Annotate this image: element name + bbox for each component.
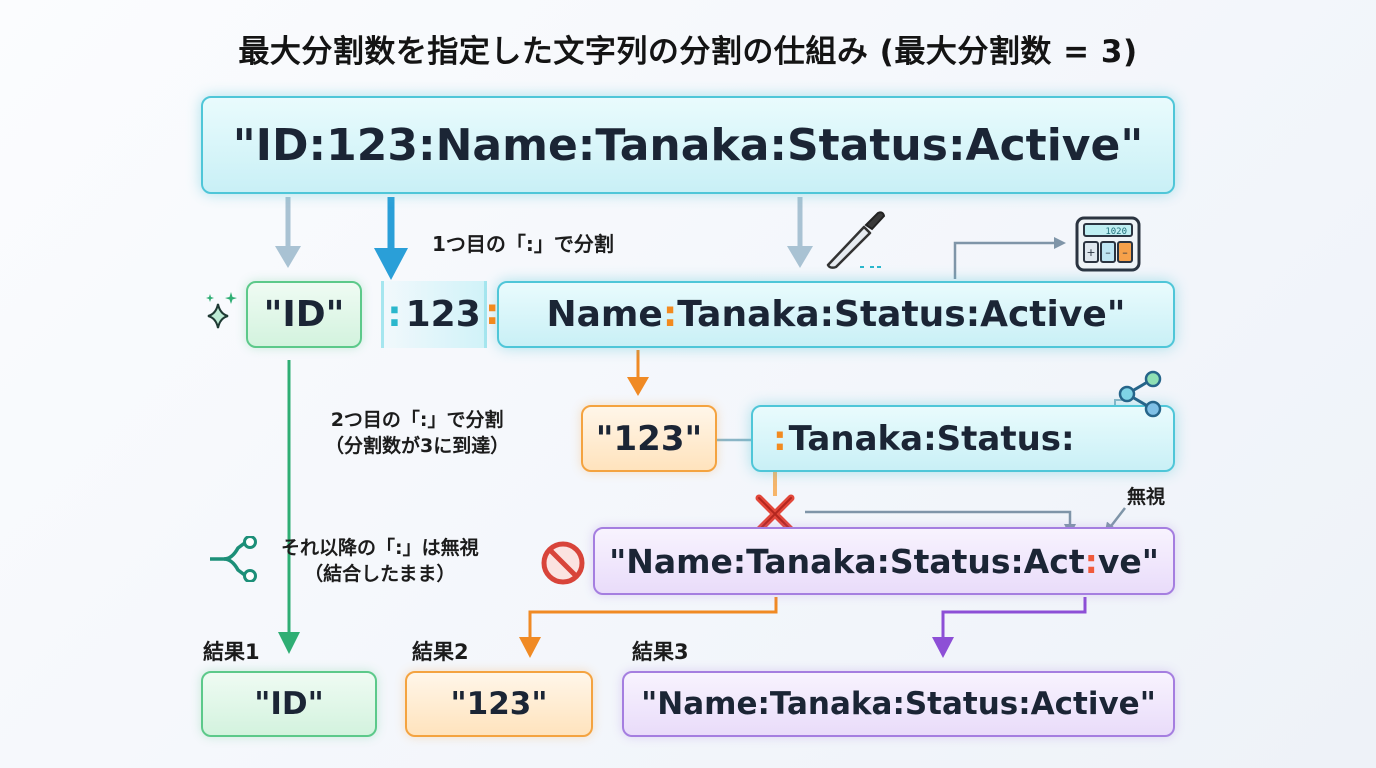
step2-label-line1: 2つ目の「:」で分割 (330, 409, 504, 431)
calculator-connector (953, 237, 1066, 279)
step3-label: それ以降の「:」は無視 （結合したまま） (281, 536, 479, 587)
ignored-remainder-b: ve" (1097, 541, 1159, 581)
gray-down-arrow-left (275, 197, 301, 268)
svg-text:–: – (1122, 246, 1128, 259)
colon-marker: : (387, 294, 402, 335)
split-part-123-text: 123 (405, 294, 481, 335)
remainder-2-text: Tanaka:Status: (788, 418, 1075, 459)
colon-marker: : (485, 292, 500, 333)
sparkle-icon (206, 292, 237, 329)
prohibited-icon (541, 541, 585, 585)
split-part-id: "ID" (246, 281, 362, 348)
remainder-name: Name (546, 294, 663, 335)
page-title: 最大分割数を指定した文字列の分割の仕組み (最大分割数 = 3) (238, 34, 1138, 70)
branch-icon (210, 536, 257, 582)
calculator-display: 1020 (1105, 227, 1127, 237)
result-1-box: "ID" (201, 671, 377, 737)
split-remainder-1: Name:Tanaka:Status:Active" (497, 281, 1175, 348)
step3-label-line1: それ以降の「:」は無視 (281, 537, 479, 559)
ignore-label: 無視 (1127, 486, 1166, 508)
colon-marker: : (662, 294, 678, 335)
split-part-123: : 123 (381, 281, 487, 348)
split-part-123-quoted: "123" (581, 405, 717, 472)
orange-down-arrow (627, 350, 649, 396)
result-3-box: "Name:Tanaka:Status:Active" (622, 671, 1175, 737)
step1-label: 1つ目の「:」で分割 (432, 232, 614, 256)
purple-result-arrow (932, 597, 1087, 658)
knife-icon (826, 211, 886, 269)
remainder-tail: Tanaka:Status:Active" (677, 294, 1126, 335)
colon-marker: : (1084, 541, 1098, 581)
ignored-remainder-a: "Name:Tanaka:Status:Act (609, 541, 1085, 581)
svg-text:–: – (1105, 246, 1111, 259)
colon-marker: : (773, 418, 787, 459)
result-1-label: 結果1 (203, 640, 260, 664)
calculator-icon: 1020 + – – (1075, 216, 1141, 272)
cross-icon (755, 494, 795, 534)
step2-label-line2: （分割数が3に到達） (325, 434, 510, 457)
split-remainder-2: :Tanaka:Status: (751, 405, 1175, 472)
result-2-label: 結果2 (412, 640, 469, 664)
step3-label-line2: （結合したまま） (304, 562, 456, 585)
ignored-remainder-box: "Name:Tanaka:Status:Act:ve" (593, 527, 1175, 595)
result-2-box: "123" (405, 671, 593, 737)
green-result-arrow (278, 360, 300, 654)
svg-text:+: + (1086, 246, 1095, 259)
step2-label: 2つ目の「:」で分割 （分割数が3に到達） (325, 408, 509, 459)
blue-down-arrow (374, 197, 408, 280)
result-3-label: 結果3 (632, 640, 689, 664)
share-icon (1118, 370, 1162, 418)
gray-down-arrow-right (787, 197, 813, 268)
source-string-box: "ID:123:Name:Tanaka:Status:Active" (201, 96, 1175, 194)
